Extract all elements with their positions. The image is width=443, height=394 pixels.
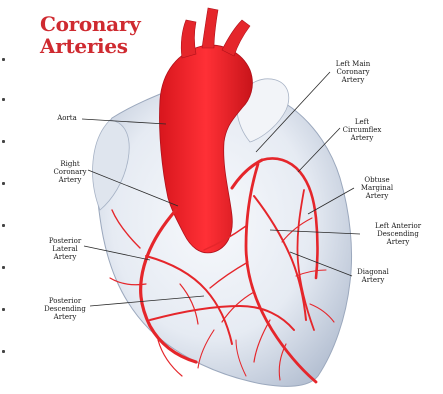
brachiocephalic-artery	[181, 20, 196, 58]
label-obtuse-marginal-artery: Obtuse Marginal Artery	[352, 176, 402, 200]
label-left-main-coronary-artery: Left Main Coronary Artery	[326, 60, 380, 84]
scan-mark	[2, 308, 5, 311]
label-right-coronary-artery: Right Coronary Artery	[50, 160, 90, 184]
left-carotid-artery	[202, 8, 218, 48]
title-line-2: Arteries	[40, 35, 128, 57]
scan-mark	[2, 350, 5, 353]
label-aorta: Aorta	[50, 114, 84, 122]
scan-mark	[2, 224, 5, 227]
label-diagonal-artery: Diagonal Artery	[348, 268, 398, 284]
label-left-anterior-descending-artery: Left Anterior Descending Artery	[360, 222, 436, 246]
title-line-1: Coronary	[40, 13, 140, 35]
scan-mark	[2, 98, 5, 101]
scan-mark	[2, 58, 5, 61]
label-left-circumflex-artery: Left Circumflex Artery	[336, 118, 388, 142]
left-subclavian-artery	[222, 20, 250, 56]
label-posterior-lateral-artery: Posterior Lateral Artery	[44, 237, 86, 261]
scan-mark	[2, 182, 5, 185]
scan-mark	[2, 140, 5, 143]
label-posterior-descending-artery: Posterior Descending Artery	[40, 297, 90, 321]
scan-mark	[2, 266, 5, 269]
